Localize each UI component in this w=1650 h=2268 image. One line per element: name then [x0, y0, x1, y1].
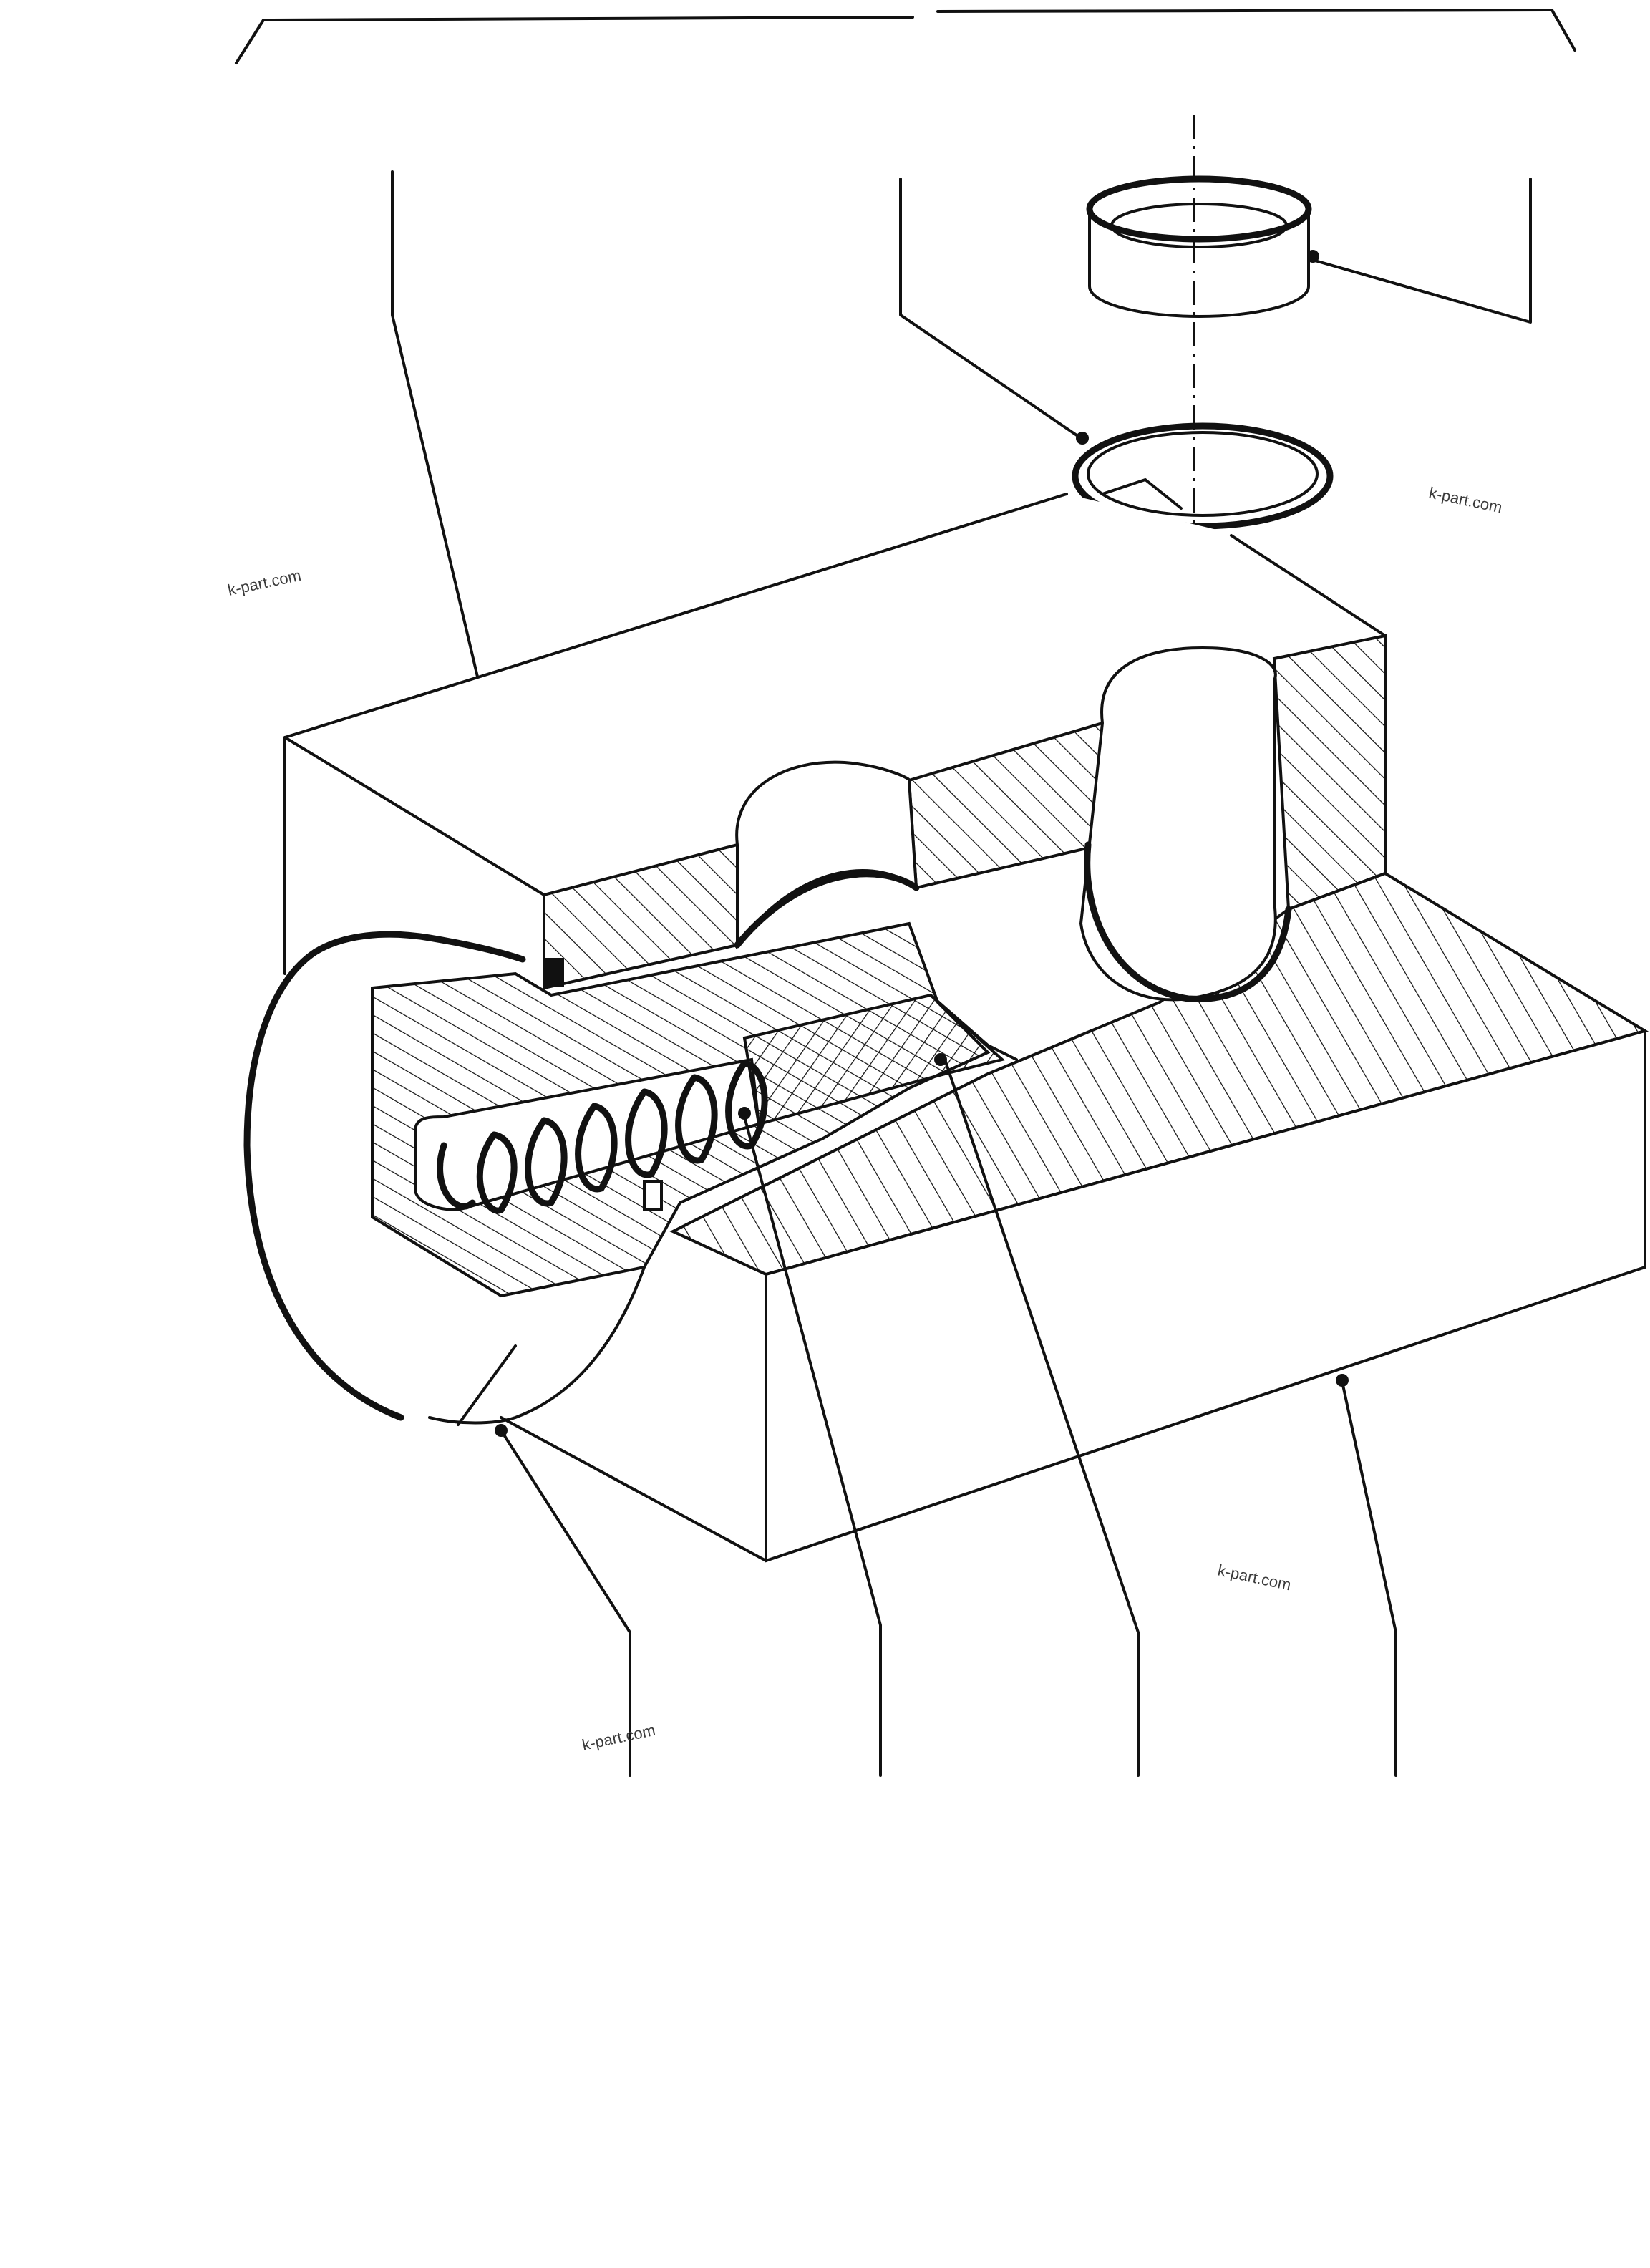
- valve-plunger[interactable]: [742, 993, 1018, 1126]
- seal-ring[interactable]: [1072, 422, 1334, 530]
- part-group-bracket: [235, 9, 1576, 64]
- watermark-text: k-part.com: [1216, 1561, 1293, 1594]
- retaining-ring[interactable]: [1086, 175, 1312, 318]
- watermark-text: k-part.com: [581, 1721, 657, 1754]
- spring[interactable]: [437, 1060, 768, 1214]
- watermark-text: k-part.com: [226, 566, 303, 599]
- watermark-text: k-part.com: [1427, 483, 1504, 516]
- leader-lines-bottom: [495, 1053, 1397, 1777]
- set-screw[interactable]: [543, 958, 663, 1211]
